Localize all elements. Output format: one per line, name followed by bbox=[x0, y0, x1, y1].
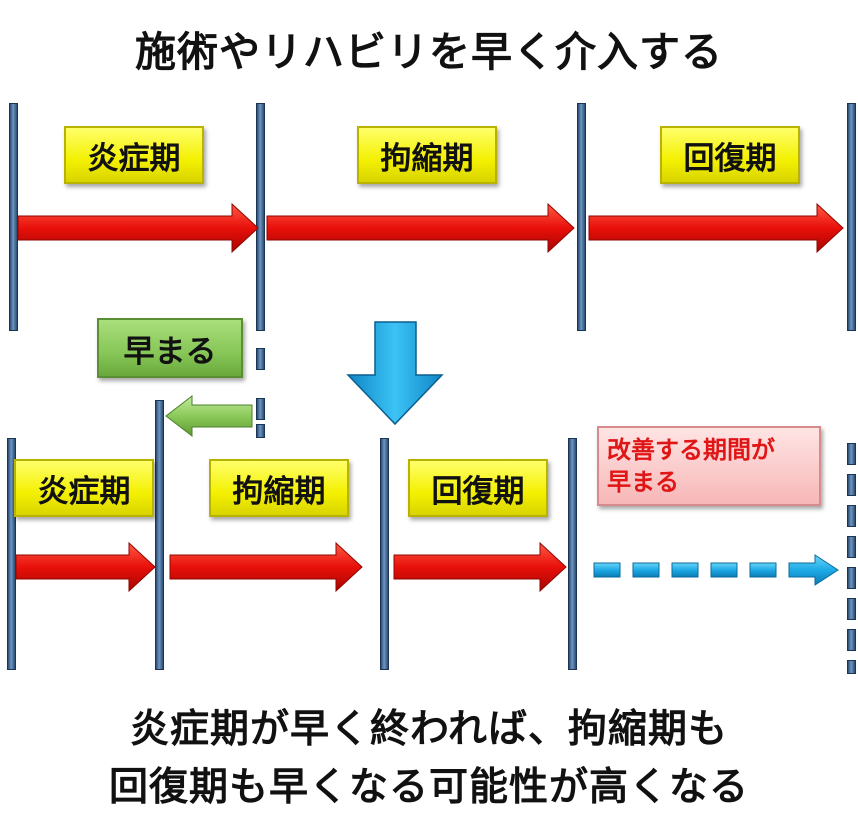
improvement-note-line-2: 早まる bbox=[607, 467, 679, 496]
shift-earlier-label: 早まる bbox=[97, 318, 243, 378]
bottom-red-arrow-1 bbox=[15, 541, 156, 593]
bottom-edge-dash-7 bbox=[847, 629, 856, 651]
bottom-phase-label-contracture: 拘縮期 bbox=[209, 459, 349, 517]
top-divider-bar-3 bbox=[577, 103, 586, 331]
old-boundary-dash-2 bbox=[256, 398, 265, 420]
cyan-dash-3 bbox=[671, 562, 699, 578]
bottom-divider-bar-2 bbox=[155, 400, 164, 670]
bottom-edge-dash-8 bbox=[847, 660, 856, 674]
top-red-arrow-2 bbox=[266, 202, 575, 254]
bottom-edge-dash-4 bbox=[847, 536, 856, 558]
bottom-divider-bar-3 bbox=[380, 438, 389, 670]
bottom-phase-label-inflammation: 炎症期 bbox=[14, 459, 154, 517]
bottom-red-arrow-3 bbox=[393, 541, 567, 593]
bottom-edge-dash-3 bbox=[847, 505, 856, 527]
top-phase-label-inflammation: 炎症期 bbox=[64, 126, 204, 184]
conclusion-line-1: 炎症期が早く終われば、拘縮期も bbox=[129, 706, 729, 752]
top-red-arrow-1 bbox=[17, 202, 259, 254]
improvement-note-line-1: 改善する期間が bbox=[607, 435, 775, 464]
top-phase-label-recovery: 回復期 bbox=[660, 126, 800, 184]
diagram-title: 施術やリハビリを早く介入する bbox=[135, 28, 723, 76]
conclusion-line-2: 回復期も早くなる可能性が高くなる bbox=[108, 764, 749, 810]
old-boundary-dash-3 bbox=[256, 424, 265, 438]
cyan-dash-2 bbox=[632, 562, 660, 578]
down-arrow bbox=[346, 321, 444, 426]
bottom-edge-dash-6 bbox=[847, 598, 856, 620]
improvement-period-note: 改善する期間が 早まる bbox=[597, 426, 821, 506]
bottom-red-arrow-2 bbox=[169, 541, 363, 593]
bottom-edge-dash-5 bbox=[847, 567, 856, 589]
cyan-arrow-head bbox=[788, 554, 839, 586]
bottom-divider-bar-4 bbox=[568, 438, 577, 670]
top-divider-bar-4 bbox=[847, 103, 856, 331]
cyan-dash-1 bbox=[593, 562, 621, 578]
top-divider-bar-2 bbox=[256, 103, 265, 331]
top-phase-label-contracture: 拘縮期 bbox=[357, 126, 497, 184]
bottom-edge-dash-2 bbox=[847, 474, 856, 496]
old-boundary-dash-1 bbox=[256, 348, 265, 370]
cyan-dash-5 bbox=[749, 562, 777, 578]
shift-left-arrow bbox=[165, 394, 253, 438]
bottom-phase-label-recovery: 回復期 bbox=[408, 459, 548, 517]
bottom-divider-bar-1 bbox=[7, 438, 16, 670]
top-red-arrow-3 bbox=[588, 202, 844, 254]
cyan-dash-4 bbox=[710, 562, 738, 578]
bottom-edge-dash-1 bbox=[847, 443, 856, 465]
